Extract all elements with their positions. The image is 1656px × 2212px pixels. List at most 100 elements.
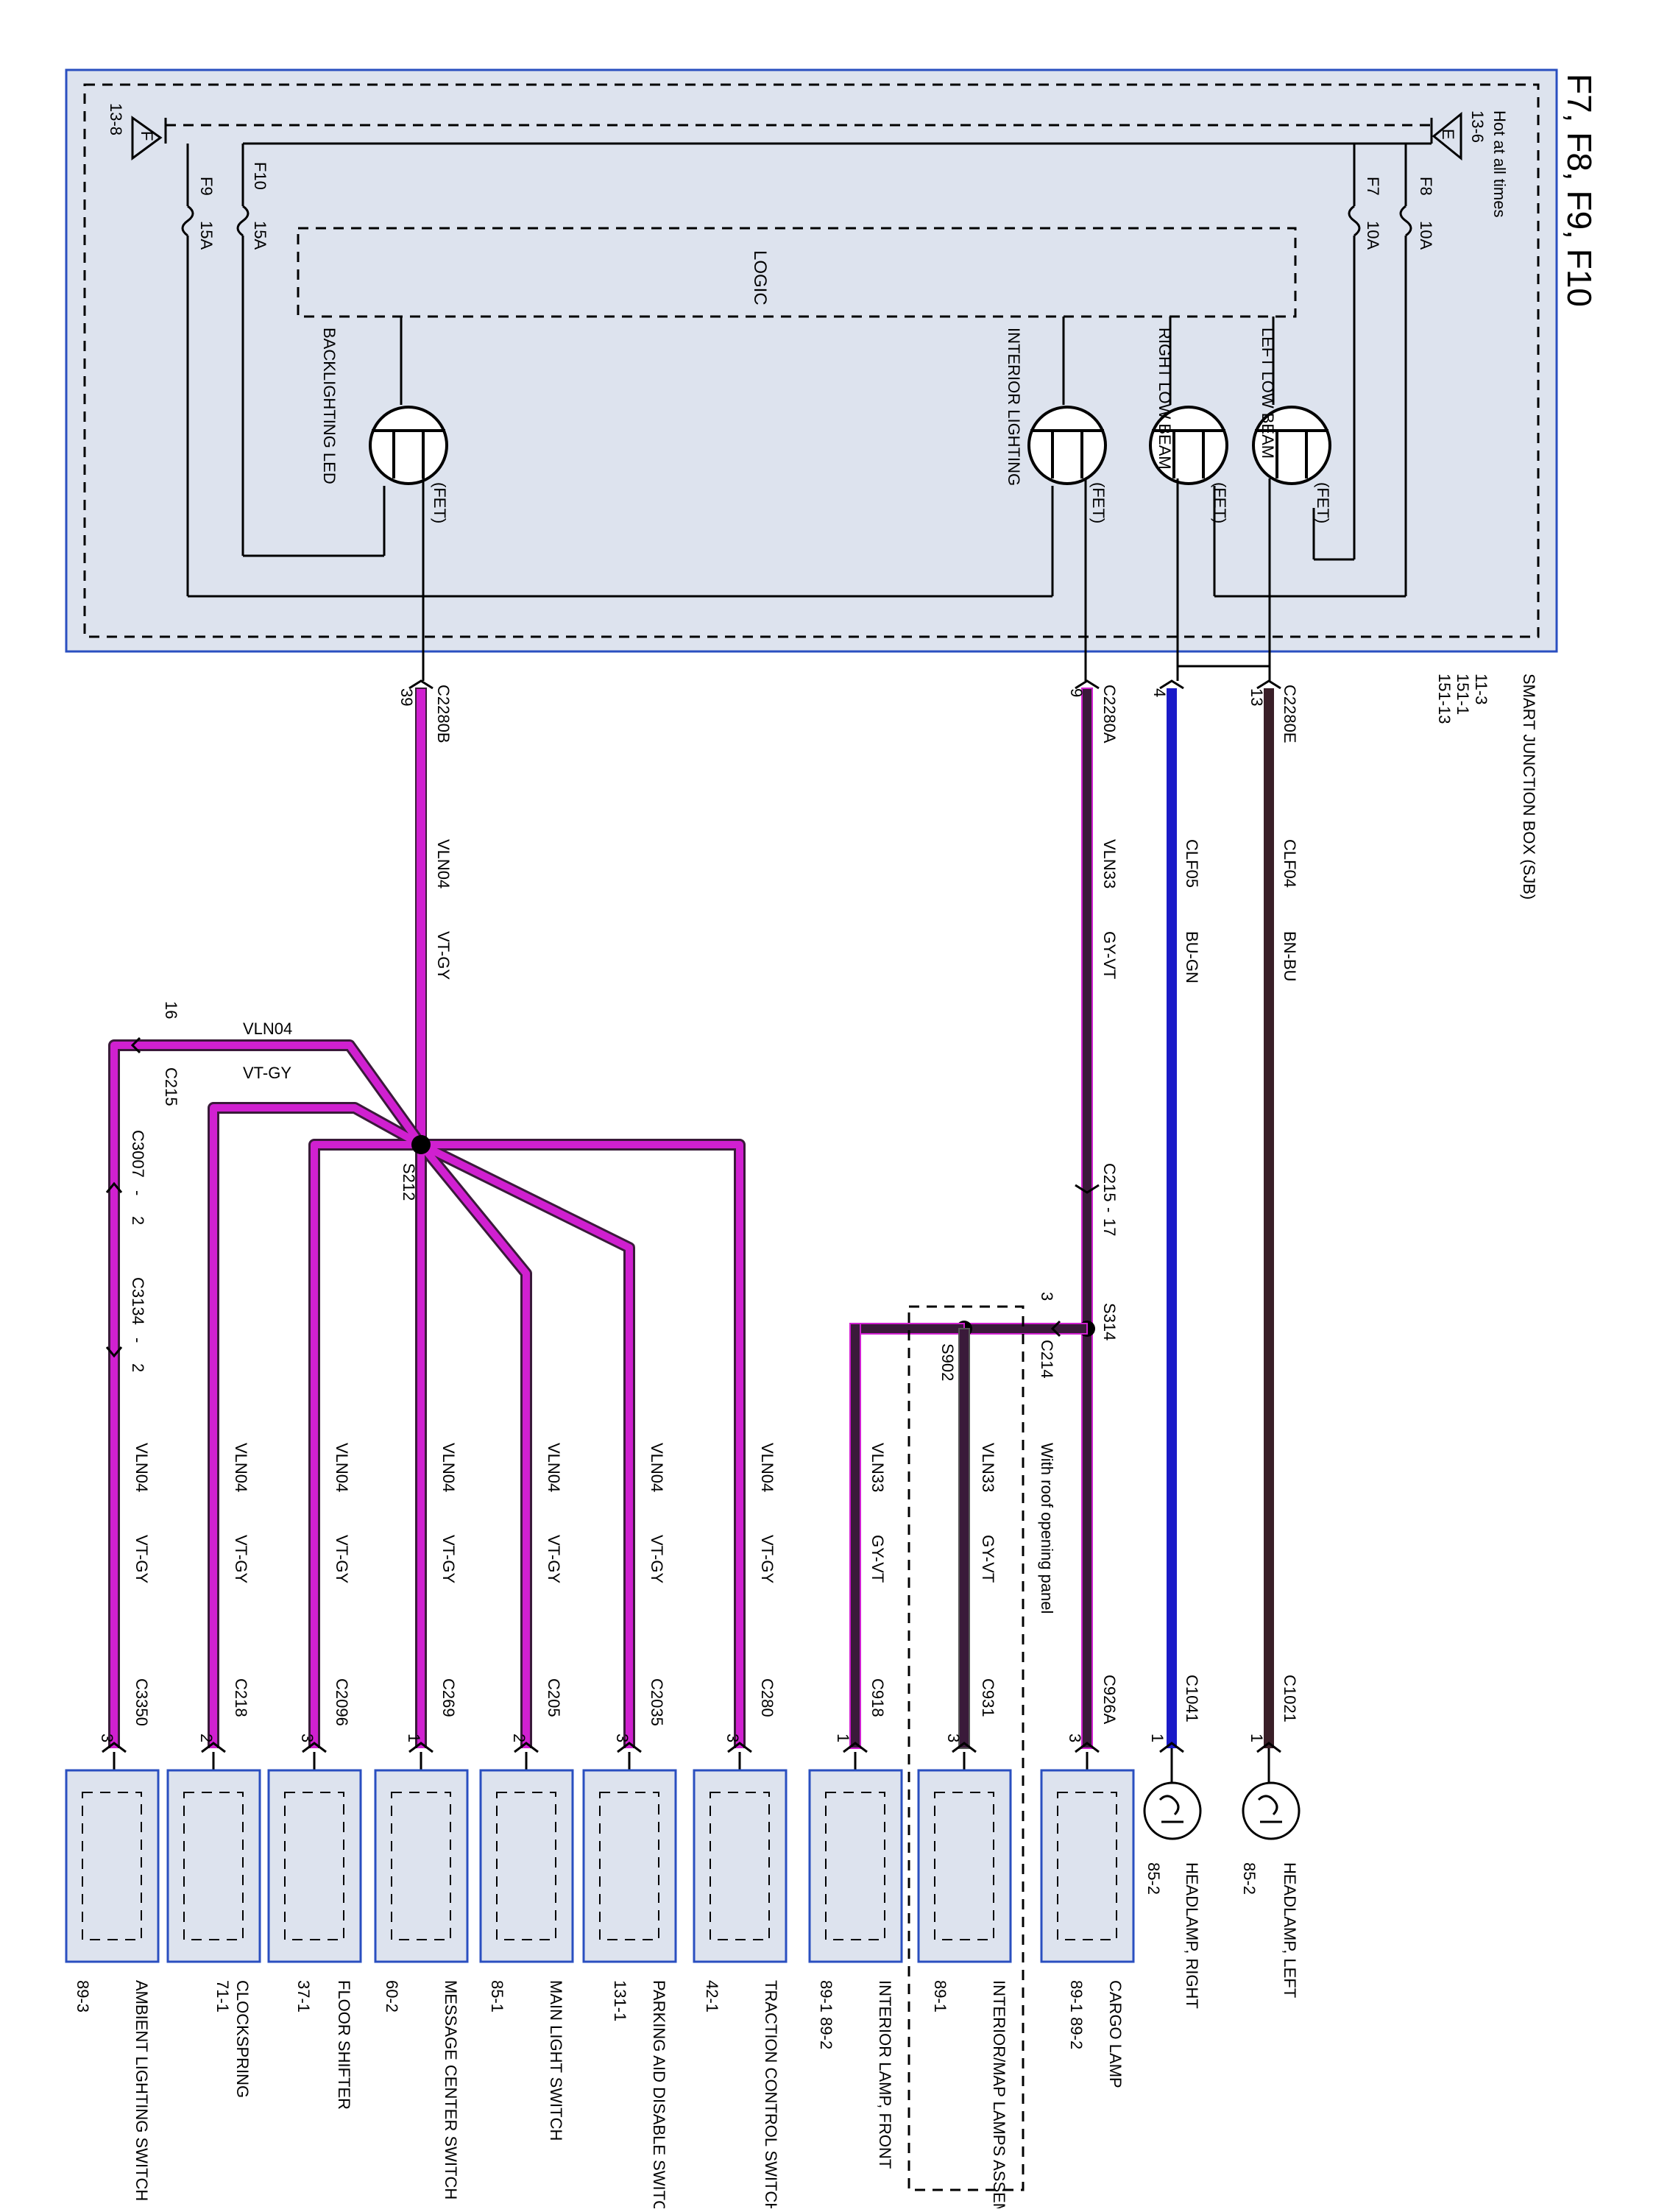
wire-vln04-trunk: [415, 688, 427, 1142]
s314-label: S314: [1100, 1303, 1119, 1340]
fuse-f10: [236, 144, 386, 557]
hot-label: Hot at all times: [1490, 110, 1509, 218]
c3134-arrow: [105, 1346, 123, 1358]
bus-f-ref: 13-8: [107, 103, 125, 135]
clf05-color: BU-GN: [1183, 931, 1201, 983]
c2280e-label: C2280E: [1281, 685, 1299, 743]
drop-c280-circuit: VLN04: [758, 1443, 776, 1492]
c3007-label: C3007: [129, 1130, 147, 1178]
drop-c205-conn: C205: [545, 1678, 563, 1717]
logic-box: [297, 227, 1297, 318]
box-traction-control: [693, 1769, 788, 1963]
fet-left-low-beam: [1252, 406, 1331, 485]
wire-c918: [849, 1323, 861, 1749]
vt-branches: [108, 1039, 746, 1748]
c215-pin: 16: [162, 1001, 180, 1019]
fuse-f9-rating: 15A: [197, 221, 216, 250]
drop-c280-conn: C280: [758, 1678, 776, 1717]
c918-pin: 1: [834, 1734, 852, 1742]
box-main-light-switch: [479, 1769, 574, 1963]
c931-color: GY-VT: [979, 1535, 997, 1583]
box-interior-lamp: [808, 1769, 903, 1963]
vln33-color: GY-VT: [1100, 931, 1119, 979]
fuse-f8-rating: 10A: [1417, 221, 1435, 250]
bus-f-label: F: [138, 131, 156, 141]
box-clockspring: [166, 1769, 261, 1963]
drop-c218-circuit: VLN04: [232, 1443, 250, 1492]
comp-interior-lamp: INTERIOR LAMP, FRONT: [876, 1980, 894, 2169]
drop-c280-color: VT-GY: [758, 1535, 776, 1583]
c2280e-pin: 13: [1248, 688, 1266, 706]
wire-clf05: [1159, 679, 1184, 1748]
c215-dash: -: [1100, 1207, 1119, 1212]
fet-gate-lines: [400, 317, 1275, 405]
fuse-f7: [1312, 144, 1361, 561]
fuse-f7-rating: 10A: [1364, 221, 1382, 250]
bus-e-label: E: [1439, 129, 1457, 140]
c918-circuit: VLN33: [868, 1443, 887, 1492]
comp-ambient: AMBIENT LIGHTING SWITCH: [132, 1980, 151, 2201]
drop-c205-pin: 2: [510, 1734, 528, 1742]
drop-c2035-pin: 3: [613, 1734, 631, 1742]
out-interior-lighting: INTERIOR LIGHTING: [1005, 328, 1023, 486]
c931-circuit: VLN33: [979, 1443, 997, 1492]
comp-message-center-ref: 60-2: [383, 1980, 401, 2013]
bus-e-ref: 13-6: [1468, 110, 1487, 143]
drop-labels: VLN04 VT-GY C280 3 VLN04 VT-GY C2035 3 V…: [98, 1443, 776, 1742]
bus-e-symbol: [1432, 111, 1462, 161]
sjb-ref-2: 151-1: [1454, 674, 1472, 715]
c3134-label: C3134: [129, 1277, 147, 1325]
comp-interior-map: INTERIOR/MAP LAMPS ASSEMBLY, FRONT: [990, 1980, 1008, 2208]
c3134-pin: 2: [129, 1363, 147, 1372]
comp-clockspring: CLOCKSPRING: [233, 1980, 252, 2098]
comp-main-light-ref: 85-1: [488, 1980, 506, 2013]
bus-f-symbol: [131, 116, 163, 160]
c1041-label: C1041: [1183, 1675, 1201, 1722]
c3007-pin: 2: [129, 1216, 147, 1225]
c2280a-pin: 9: [1067, 688, 1086, 697]
drop-c3350-color: VT-GY: [132, 1535, 151, 1583]
comp-message-center: MESSAGE CENTER SWITCH: [442, 1980, 460, 2199]
logic-label: LOGIC: [750, 250, 770, 305]
c931-pin: 3: [944, 1734, 963, 1742]
fuse-f8: [1399, 144, 1412, 596]
branch-s314-to-s902: [963, 1323, 1088, 1335]
fet-label-1: (FET): [1314, 482, 1332, 523]
c926a-pin: 3: [1066, 1734, 1084, 1742]
drop-c3350-pin: 3: [98, 1734, 116, 1742]
sjb-ref-3: 151-13: [1435, 674, 1454, 724]
c931-label: C931: [979, 1678, 997, 1717]
drop-c2096-pin: 3: [298, 1734, 316, 1742]
comp-headlamp-left-ref: 85-2: [1240, 1862, 1259, 1895]
splice-s212-dot: [411, 1135, 431, 1154]
sjb-ref-1: 11-3: [1472, 674, 1490, 704]
c215-label: C215: [162, 1067, 180, 1106]
sjb-box: [65, 68, 1558, 653]
page-title: F7, F8, F9, F10: [1560, 74, 1599, 307]
comp-headlamp-left: HEADLAMP, LEFT: [1281, 1862, 1299, 1998]
fet-output-lines: [422, 478, 1271, 681]
clf04-circuit: CLF04: [1281, 839, 1299, 888]
drop-c2096-color: VT-GY: [333, 1535, 351, 1583]
drop-c205-circuit: VLN04: [545, 1443, 563, 1492]
out-left-low-beam: LEFT LOW BEAM: [1259, 328, 1277, 459]
c214-label: C214: [1038, 1340, 1056, 1379]
comp-ambient-ref: 89-3: [74, 1980, 92, 2013]
fuse-f9-name: F9: [197, 177, 216, 196]
box-floor-shifter: [267, 1769, 362, 1963]
comp-clockspring-ref: 71-1: [213, 1980, 232, 2013]
component-labels: CARGO LAMP 89-1 89-2 INTERIOR/MAP LAMPS …: [74, 1980, 1125, 2212]
drop-c269-pin: 1: [405, 1734, 423, 1742]
drop-c269-conn: C269: [439, 1678, 458, 1717]
wire-clf04: [1256, 679, 1281, 1748]
box-ambient-lighting: [65, 1769, 160, 1963]
clf04-color: BN-BU: [1281, 931, 1299, 981]
component-boxes: [65, 1769, 1135, 1963]
c1041-pin: 1: [1148, 1734, 1167, 1742]
comp-traction-control-ref: 42-1: [703, 1980, 721, 2013]
c215-inline-pin: 17: [1100, 1218, 1119, 1236]
fet-interior-lighting: [1027, 406, 1107, 485]
c926a-label: C926A: [1100, 1675, 1119, 1725]
